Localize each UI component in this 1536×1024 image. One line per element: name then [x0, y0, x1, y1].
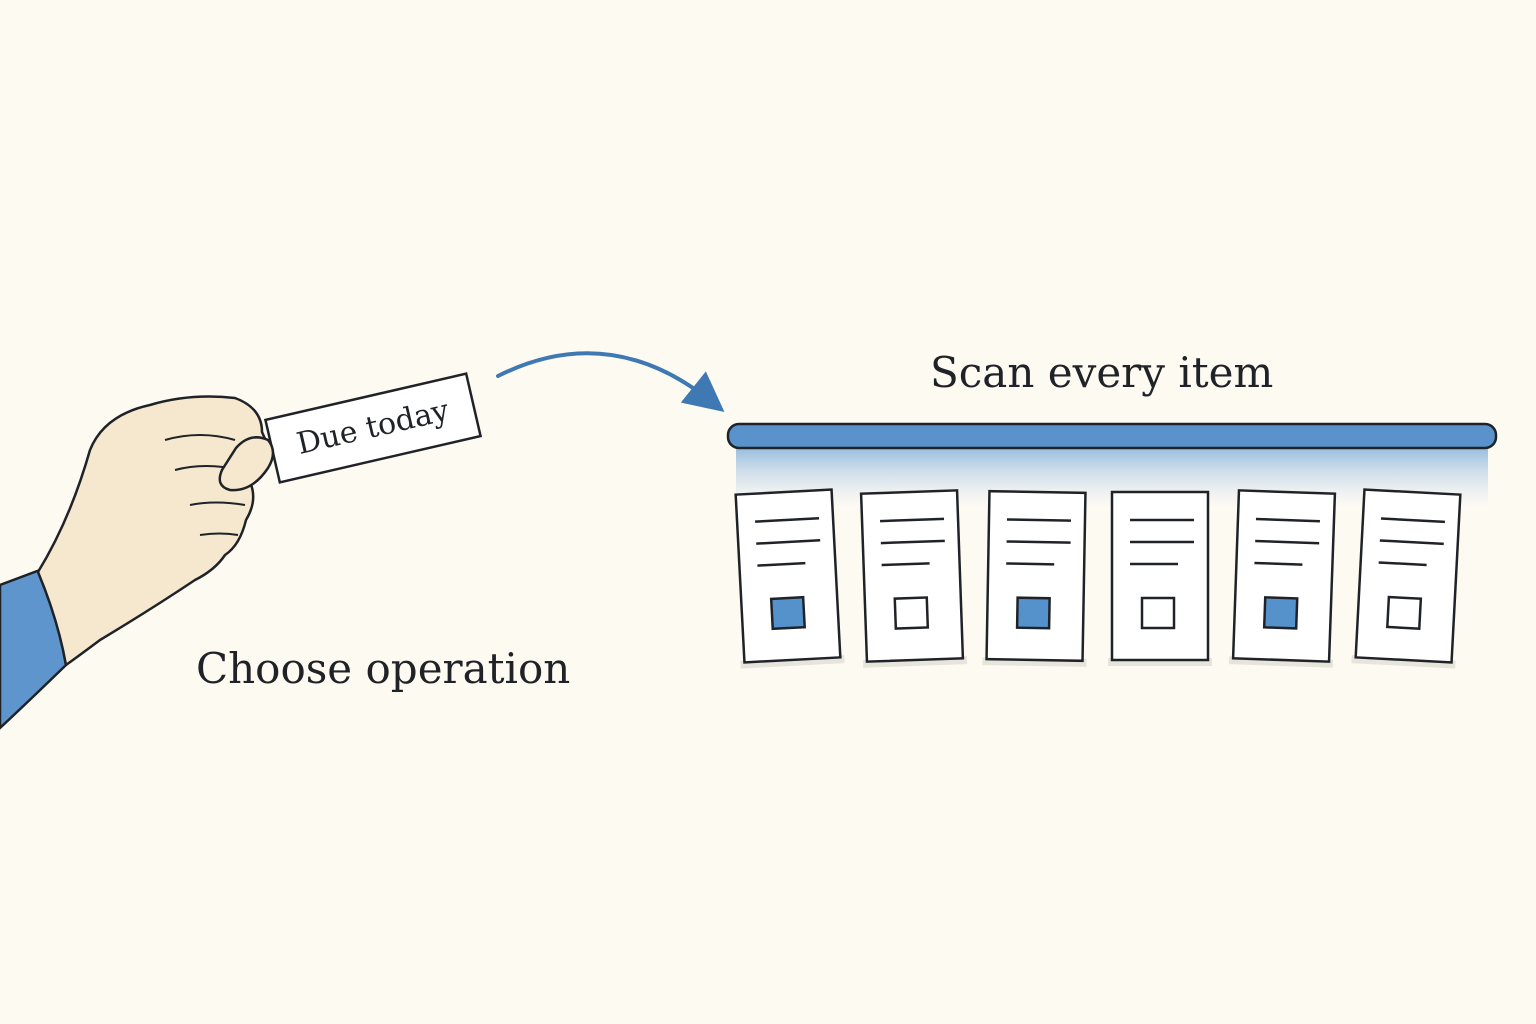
item-card — [859, 489, 968, 668]
checked-box-icon — [769, 595, 807, 631]
item-card — [1108, 490, 1212, 666]
item-card — [734, 488, 845, 669]
item-cards — [734, 488, 1462, 669]
item-card — [1228, 489, 1337, 668]
empty-box-icon — [1140, 596, 1176, 630]
checked-box-icon — [1262, 596, 1299, 630]
thumb-shape — [218, 436, 275, 492]
item-card — [982, 489, 1087, 667]
scanner-bar — [726, 422, 1498, 508]
hand-shape — [36, 395, 272, 668]
operation-label: Choose operation — [196, 644, 571, 693]
empty-box-icon — [893, 596, 930, 630]
empty-box-icon — [1385, 595, 1423, 630]
hand-holding-tag-icon — [0, 395, 272, 730]
flow-arrow — [496, 351, 725, 413]
scan-label: Scan every item — [930, 348, 1274, 397]
checked-box-icon — [1015, 596, 1051, 630]
item-card — [1351, 488, 1462, 669]
